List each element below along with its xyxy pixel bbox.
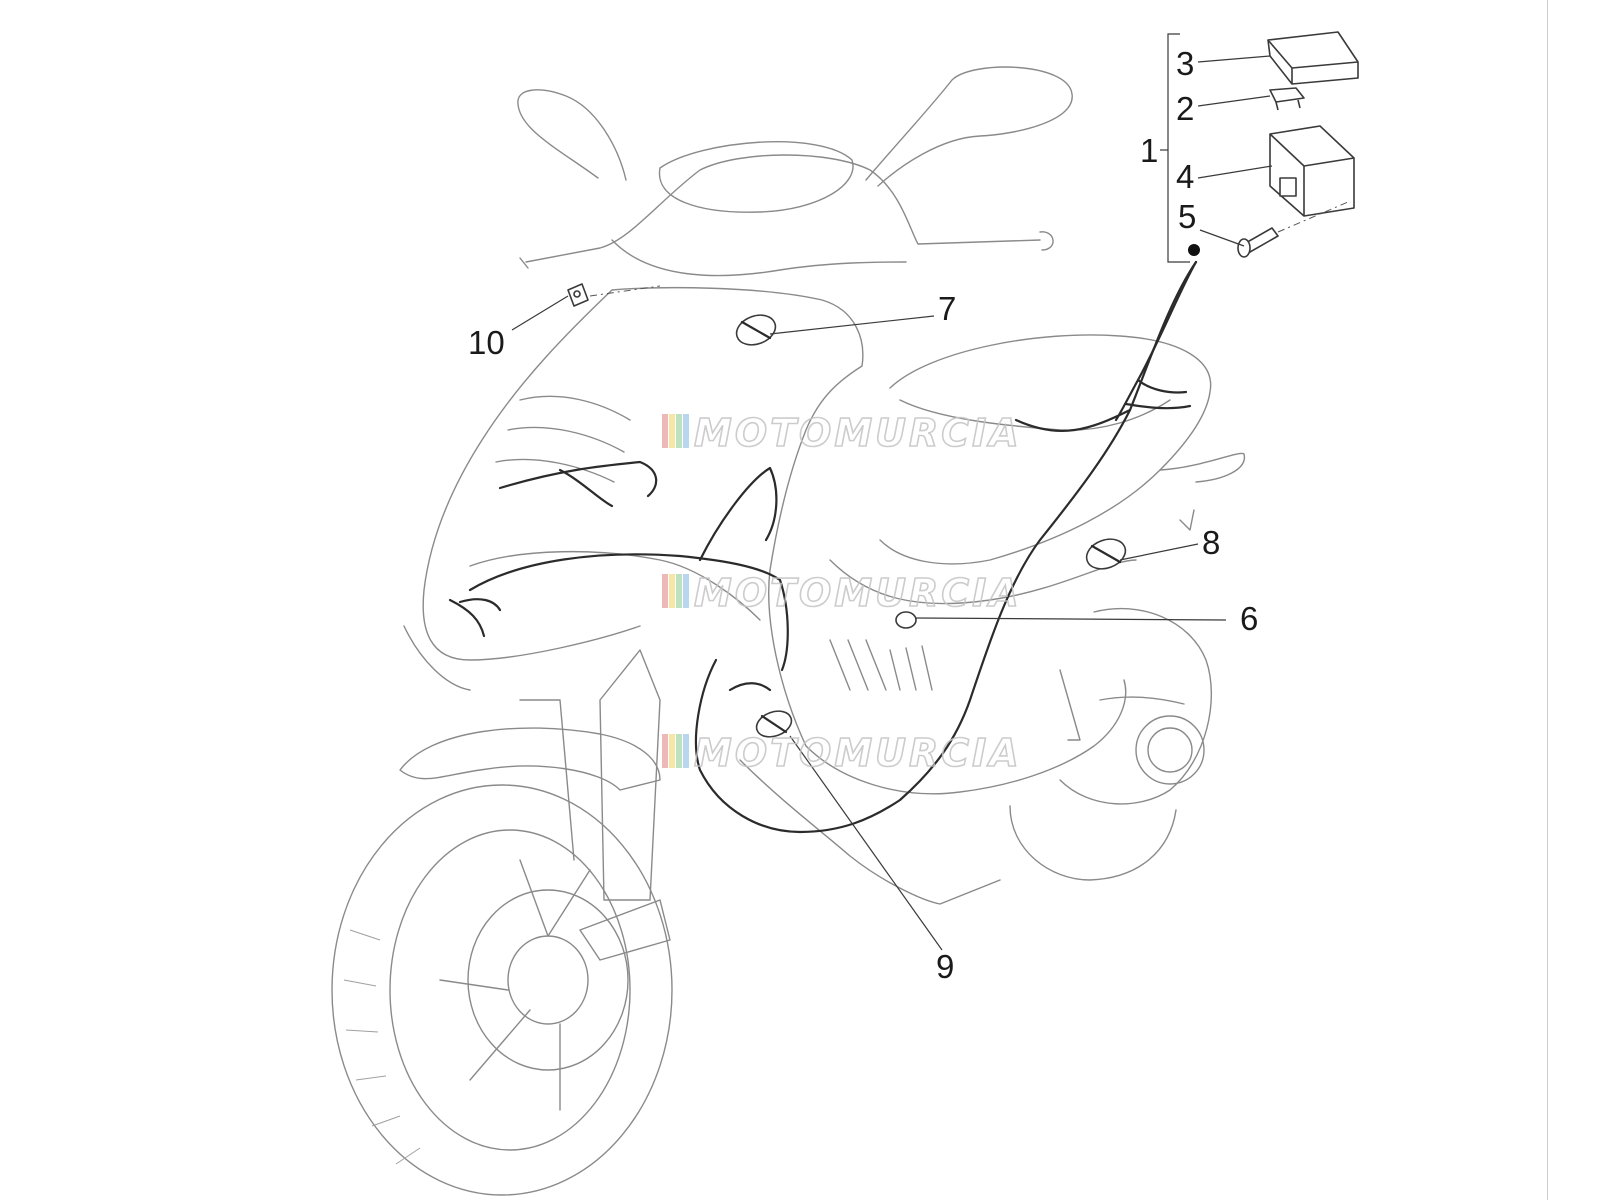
leader-lines — [511, 55, 1273, 951]
scooter-outline — [331, 66, 1245, 1196]
parts — [567, 31, 1359, 738]
watermark-color-bar — [683, 574, 689, 608]
wiring-harness — [448, 260, 1198, 834]
watermark-color-bar — [662, 414, 668, 448]
harness-left-ends — [448, 598, 502, 638]
callout-1: 1 — [1140, 132, 1158, 169]
page-edge-line — [1547, 0, 1548, 1200]
group-bracket — [1160, 33, 1200, 263]
side-vents-a — [829, 639, 887, 691]
watermark-color-bar — [676, 734, 682, 768]
callout-9: 9 — [936, 948, 954, 985]
tire-tread — [343, 929, 421, 1165]
part-4-box — [1269, 125, 1355, 217]
seat — [879, 334, 1212, 565]
part-7-tie — [735, 314, 777, 346]
harness-seat-branch — [1014, 408, 1132, 432]
watermark-color-bar — [662, 734, 668, 768]
callout-numbers: 1 2 3 4 5 6 7 8 9 10 — [468, 45, 1258, 985]
part-5-screw — [1237, 201, 1349, 258]
watermarks: MOTOMURCIA MOTOMURCIA MOTOMURCIA — [662, 410, 1022, 776]
svg-text:MOTOMURCIA: MOTOMURCIA — [694, 731, 1022, 775]
wheel-hub — [507, 935, 589, 1025]
bullet-dot — [1188, 244, 1200, 256]
watermark-color-bar — [676, 414, 682, 448]
harness-front — [468, 553, 789, 672]
brake-caliper — [579, 899, 671, 961]
front-fork-right — [519, 699, 575, 861]
part-6-clip — [895, 611, 917, 629]
callout-5: 5 — [1178, 198, 1196, 235]
handlebar — [525, 154, 1041, 263]
front-light-left — [403, 625, 471, 691]
tail-bracket — [1179, 509, 1195, 531]
front-vents — [495, 395, 631, 483]
right-mirror — [865, 66, 1073, 187]
harness-lower-end — [728, 682, 772, 692]
rear-wheel — [1009, 805, 1177, 881]
part-9-tie — [755, 710, 793, 738]
watermark-1: MOTOMURCIA — [662, 410, 1022, 456]
watermark-color-bar — [669, 734, 675, 768]
svg-text:MOTOMURCIA: MOTOMURCIA — [694, 571, 1022, 615]
harness-light-branch — [498, 460, 658, 508]
callout-10: 10 — [468, 324, 505, 361]
harness-dash-branch — [698, 466, 778, 562]
front-tire — [331, 784, 673, 1196]
part-3-cover — [1267, 31, 1359, 85]
callout-2: 2 — [1176, 90, 1194, 127]
front-rim — [389, 829, 631, 1151]
watermark-3: MOTOMURCIA — [662, 730, 1022, 776]
watermark-color-bar — [669, 414, 675, 448]
brake-disc — [467, 889, 629, 1071]
front-fairing-left — [422, 289, 641, 661]
watermark-color-bar — [662, 574, 668, 608]
lower-body — [739, 759, 1001, 905]
callout-6: 6 — [1240, 600, 1258, 637]
front-fender — [399, 727, 661, 791]
svg-text:MOTOMURCIA: MOTOMURCIA — [694, 411, 1022, 455]
rear-shock — [1059, 669, 1081, 741]
part-2-fuse — [1269, 87, 1305, 111]
engine-hub — [1135, 715, 1205, 785]
engine-hub-inner — [1147, 727, 1193, 773]
wheel-spokes — [439, 859, 591, 1111]
grips — [519, 231, 1054, 269]
part-8-tie — [1085, 538, 1127, 570]
front-shield-line — [469, 550, 761, 621]
watermark-color-bar — [669, 574, 675, 608]
harness-main — [694, 260, 1198, 834]
dash-lower — [611, 239, 907, 277]
part-10-clip — [567, 283, 661, 307]
watermark-color-bar — [683, 414, 689, 448]
callout-3: 3 — [1176, 45, 1194, 82]
watermark-color-bar — [683, 734, 689, 768]
callout-4: 4 — [1176, 158, 1194, 195]
engine-rivets-line — [1099, 696, 1185, 705]
harness-tail-branch — [1114, 260, 1198, 422]
engine-cover — [1059, 607, 1212, 805]
front-fork-left — [599, 649, 661, 901]
windshield — [658, 141, 854, 213]
callout-7: 7 — [938, 290, 956, 327]
tail-light — [1159, 452, 1245, 483]
watermark-color-bar — [676, 574, 682, 608]
callout-8: 8 — [1202, 524, 1220, 561]
floorboard — [805, 679, 1127, 795]
watermark-2: MOTOMURCIA — [662, 570, 1022, 616]
front-fairing — [611, 287, 864, 747]
side-vents-b — [889, 645, 933, 691]
left-mirror — [517, 89, 627, 181]
